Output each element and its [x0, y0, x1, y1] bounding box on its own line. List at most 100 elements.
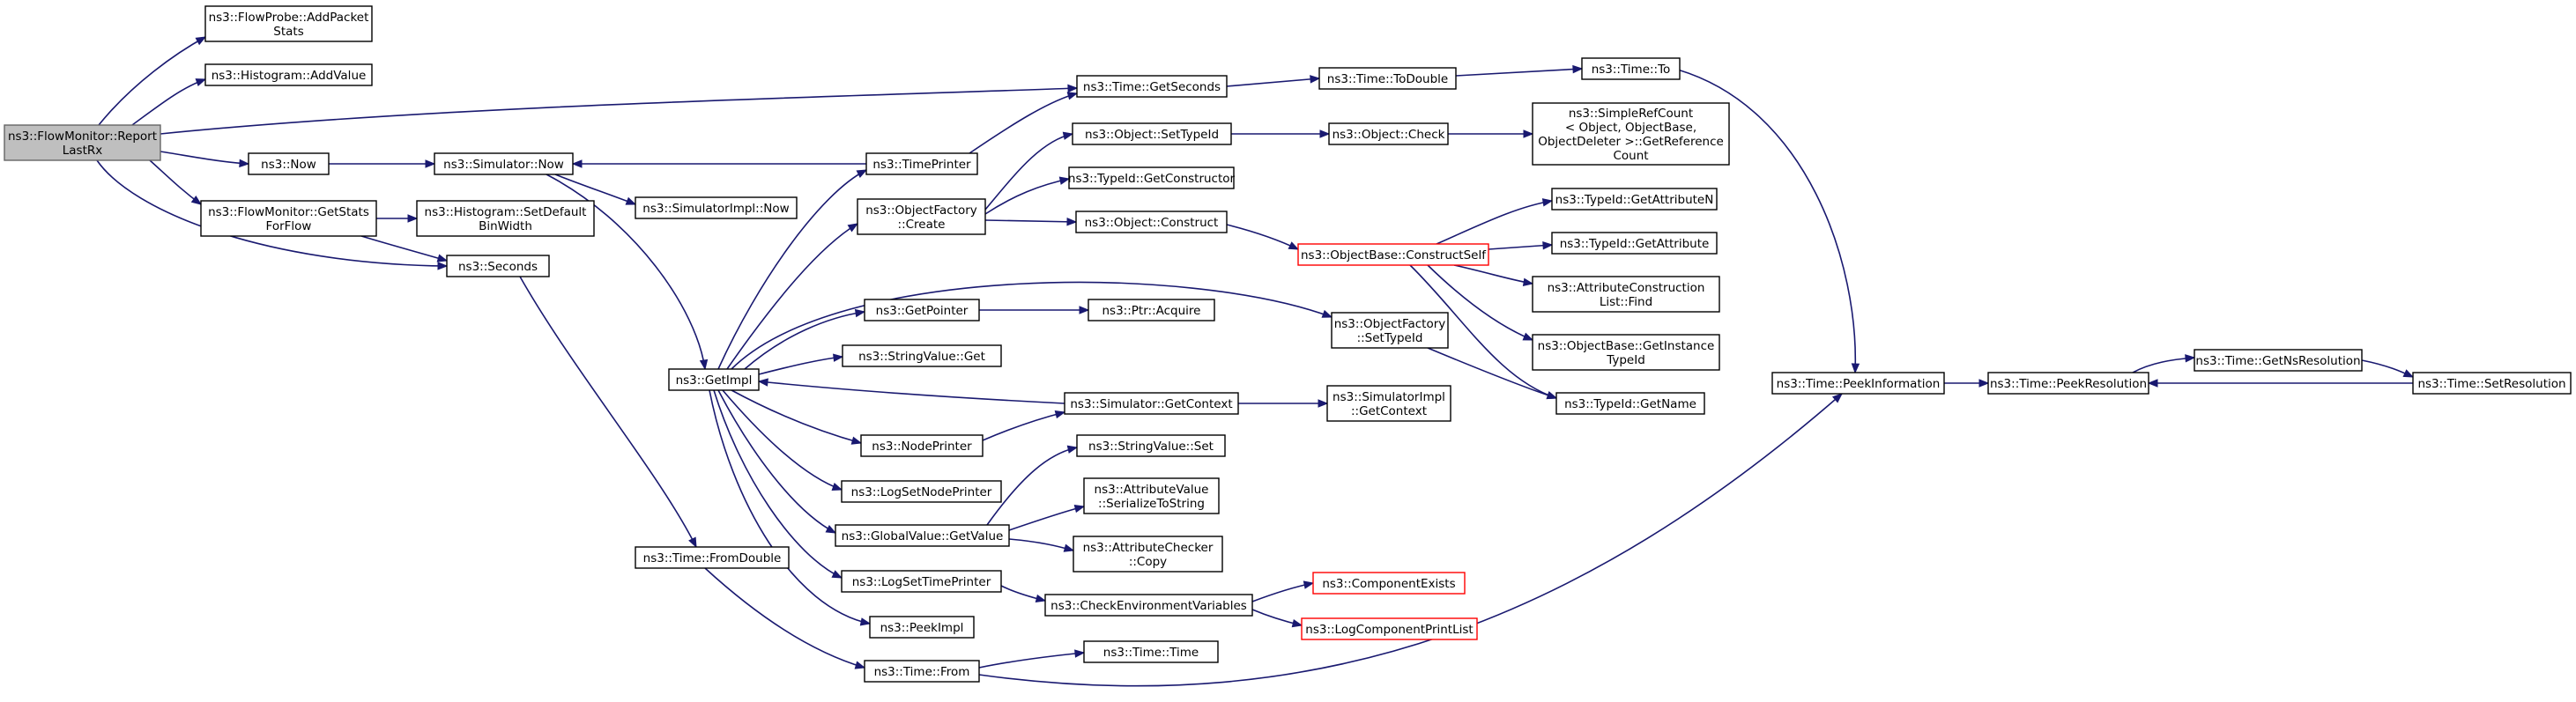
arrowhead [437, 262, 449, 270]
node-todouble[interactable]: ns3::Time::ToDouble [1318, 67, 1457, 90]
node-serializetostring[interactable]: ns3::AttributeValue::SerializeToString [1083, 477, 1220, 514]
node-box [1073, 536, 1223, 573]
edge-line [717, 169, 867, 370]
node-getattribute[interactable]: ns3::TypeId::GetAttribute [1551, 232, 1718, 255]
node-box [1072, 122, 1232, 145]
node-box [1326, 385, 1451, 422]
node-getnsresolution[interactable]: ns3::Time::GetNsResolution [2194, 349, 2363, 372]
node-box [200, 200, 377, 237]
arrowhead [847, 223, 859, 233]
arrowhead [1035, 594, 1047, 603]
node-checkenvvars[interactable]: ns3::CheckEnvironmentVariables [1044, 594, 1253, 617]
node-label: ns3::SimulatorImpl::Now [642, 202, 789, 216]
edge-line [546, 174, 706, 370]
node-label: ns3::Seconds [458, 260, 538, 274]
node-getattributen[interactable]: ns3::TypeId::GetAttributeN [1551, 188, 1718, 211]
arrowhead [1066, 445, 1079, 454]
node-componentexists[interactable]: ns3::ComponentExists [1312, 572, 1466, 595]
edge-line [969, 92, 1078, 154]
node-objfactorycreate[interactable]: ns3::ObjectFactory::Create [857, 198, 986, 235]
node-label: ns3::Object::Construct [1085, 216, 1219, 230]
node-stringvalueset[interactable]: ns3::StringValue::Set [1076, 434, 1226, 457]
node-box [416, 200, 595, 237]
edge-line [984, 219, 1077, 223]
node-label: ns3::Time::PeekInformation [1777, 377, 1941, 391]
arrowhead [1062, 131, 1074, 140]
node-timeprinter[interactable]: ns3::TimePrinter [865, 152, 978, 175]
edge-line [1455, 68, 1583, 77]
node-getname[interactable]: ns3::TypeId::GetName [1555, 392, 1705, 415]
node-peekresolution[interactable]: ns3::Time::PeekResolution [1987, 372, 2149, 395]
node-checkercopy[interactable]: ns3::AttributeChecker::Copy [1073, 536, 1223, 573]
node-label: ns3::GlobalValue::GetValue [842, 529, 1004, 543]
edge-line [731, 389, 862, 444]
node-label: ns3::Histogram::SetDefault [425, 205, 587, 219]
node-getimpl[interactable]: ns3::GetImpl [668, 368, 760, 391]
node-timefromdouble[interactable]: ns3::Time::FromDouble [635, 546, 790, 569]
node-logsetnodeprinter[interactable]: ns3::LogSetNodePrinter [841, 480, 1002, 503]
node-label: Stats [273, 25, 303, 39]
node-objcheck[interactable]: ns3::Object::Check [1328, 122, 1449, 145]
node-logsettimeprinter[interactable]: ns3::LogSetTimePrinter [841, 570, 1002, 593]
node-settypeid[interactable]: ns3::Object::SetTypeId [1072, 122, 1232, 145]
node-setresolution[interactable]: ns3::Time::SetResolution [2412, 372, 2572, 395]
node-objfactorysettypeid[interactable]: ns3::ObjectFactory::SetTypeId [1331, 312, 1449, 349]
arrowhead [1523, 129, 1534, 138]
node-label: ns3::SimulatorImpl [1333, 390, 1445, 404]
node-box [434, 152, 574, 175]
node-box [668, 368, 760, 391]
edge-settypeid-to-objcheck [1231, 129, 1331, 138]
edge-timefrom-to-timetime [978, 649, 1086, 669]
edge-line [2132, 357, 2195, 373]
node-peekimpl[interactable]: ns3::PeekImpl [869, 616, 975, 639]
edge-line [986, 447, 1078, 526]
node-logcomponentprintlist[interactable]: ns3::LogComponentPrintList [1301, 617, 1478, 640]
arrowhead [1066, 218, 1078, 226]
node-label: ns3::Time::Time [1103, 646, 1199, 660]
node-seconds[interactable]: ns3::Seconds [446, 255, 550, 277]
node-box [841, 570, 1002, 593]
edge-line [713, 389, 843, 579]
node-label: ns3::TypeId::GetConstructor [1068, 172, 1236, 186]
edge-getseconds-to-todouble [1226, 75, 1321, 87]
node-getpointer[interactable]: ns3::GetPointer [864, 299, 980, 321]
node-globalvaluegetvalue[interactable]: ns3::GlobalValue::GetValue [835, 524, 1010, 547]
node-simplerefcount[interactable]: ns3::SimpleRefCount< Object, ObjectBase,… [1532, 102, 1730, 166]
node-stringvalueget[interactable]: ns3::StringValue::Get [842, 344, 1002, 367]
edge-line [131, 78, 206, 126]
node-label: ns3::LogComponentPrintList [1305, 623, 1473, 637]
node-timefrom[interactable]: ns3::Time::From [864, 660, 980, 683]
node-box [1076, 434, 1226, 457]
arrowhead [825, 524, 837, 534]
node-now[interactable]: ns3::Now [248, 152, 330, 175]
node-simimplgetcontext[interactable]: ns3::SimulatorImpl::GetContext [1326, 385, 1451, 422]
arrowhead [1522, 332, 1534, 341]
edge-timeprinter-to-getseconds [969, 92, 1079, 154]
node-label: ns3::Time::ToDouble [1327, 72, 1448, 86]
node-objconstruct[interactable]: ns3::Object::Construct [1075, 211, 1228, 233]
arrowhead [2185, 354, 2196, 363]
arrowhead [1291, 618, 1303, 628]
node-label: ns3::CheckEnvironmentVariables [1050, 599, 1247, 613]
node-timeto[interactable]: ns3::Time::To [1581, 57, 1681, 80]
node-addvalue[interactable]: ns3::Histogram::AddValue [204, 63, 373, 86]
node-getseconds[interactable]: ns3::Time::GetSeconds [1076, 75, 1228, 98]
node-getconstructor[interactable]: ns3::TypeId::GetConstructor [1068, 166, 1236, 189]
node-nodeprinter[interactable]: ns3::NodePrinter [860, 434, 984, 457]
node-timetime[interactable]: ns3::Time::Time [1083, 640, 1219, 663]
node-simnow[interactable]: ns3::Simulator::Now [434, 152, 574, 175]
edge-line [1674, 68, 1857, 373]
edge-root-to-now [160, 151, 250, 168]
node-constructself[interactable]: ns3::ObjectBase::ConstructSelf [1297, 243, 1489, 266]
node-peekinformation[interactable]: ns3::Time::PeekInformation [1771, 372, 1945, 395]
node-ptracquire[interactable]: ns3::Ptr::Acquire [1088, 299, 1215, 321]
node-simgetcontext[interactable]: ns3::Simulator::GetContext [1064, 392, 1239, 415]
node-simimplnow[interactable]: ns3::SimulatorImpl::Now [635, 196, 798, 219]
edge-line [1453, 264, 1533, 284]
